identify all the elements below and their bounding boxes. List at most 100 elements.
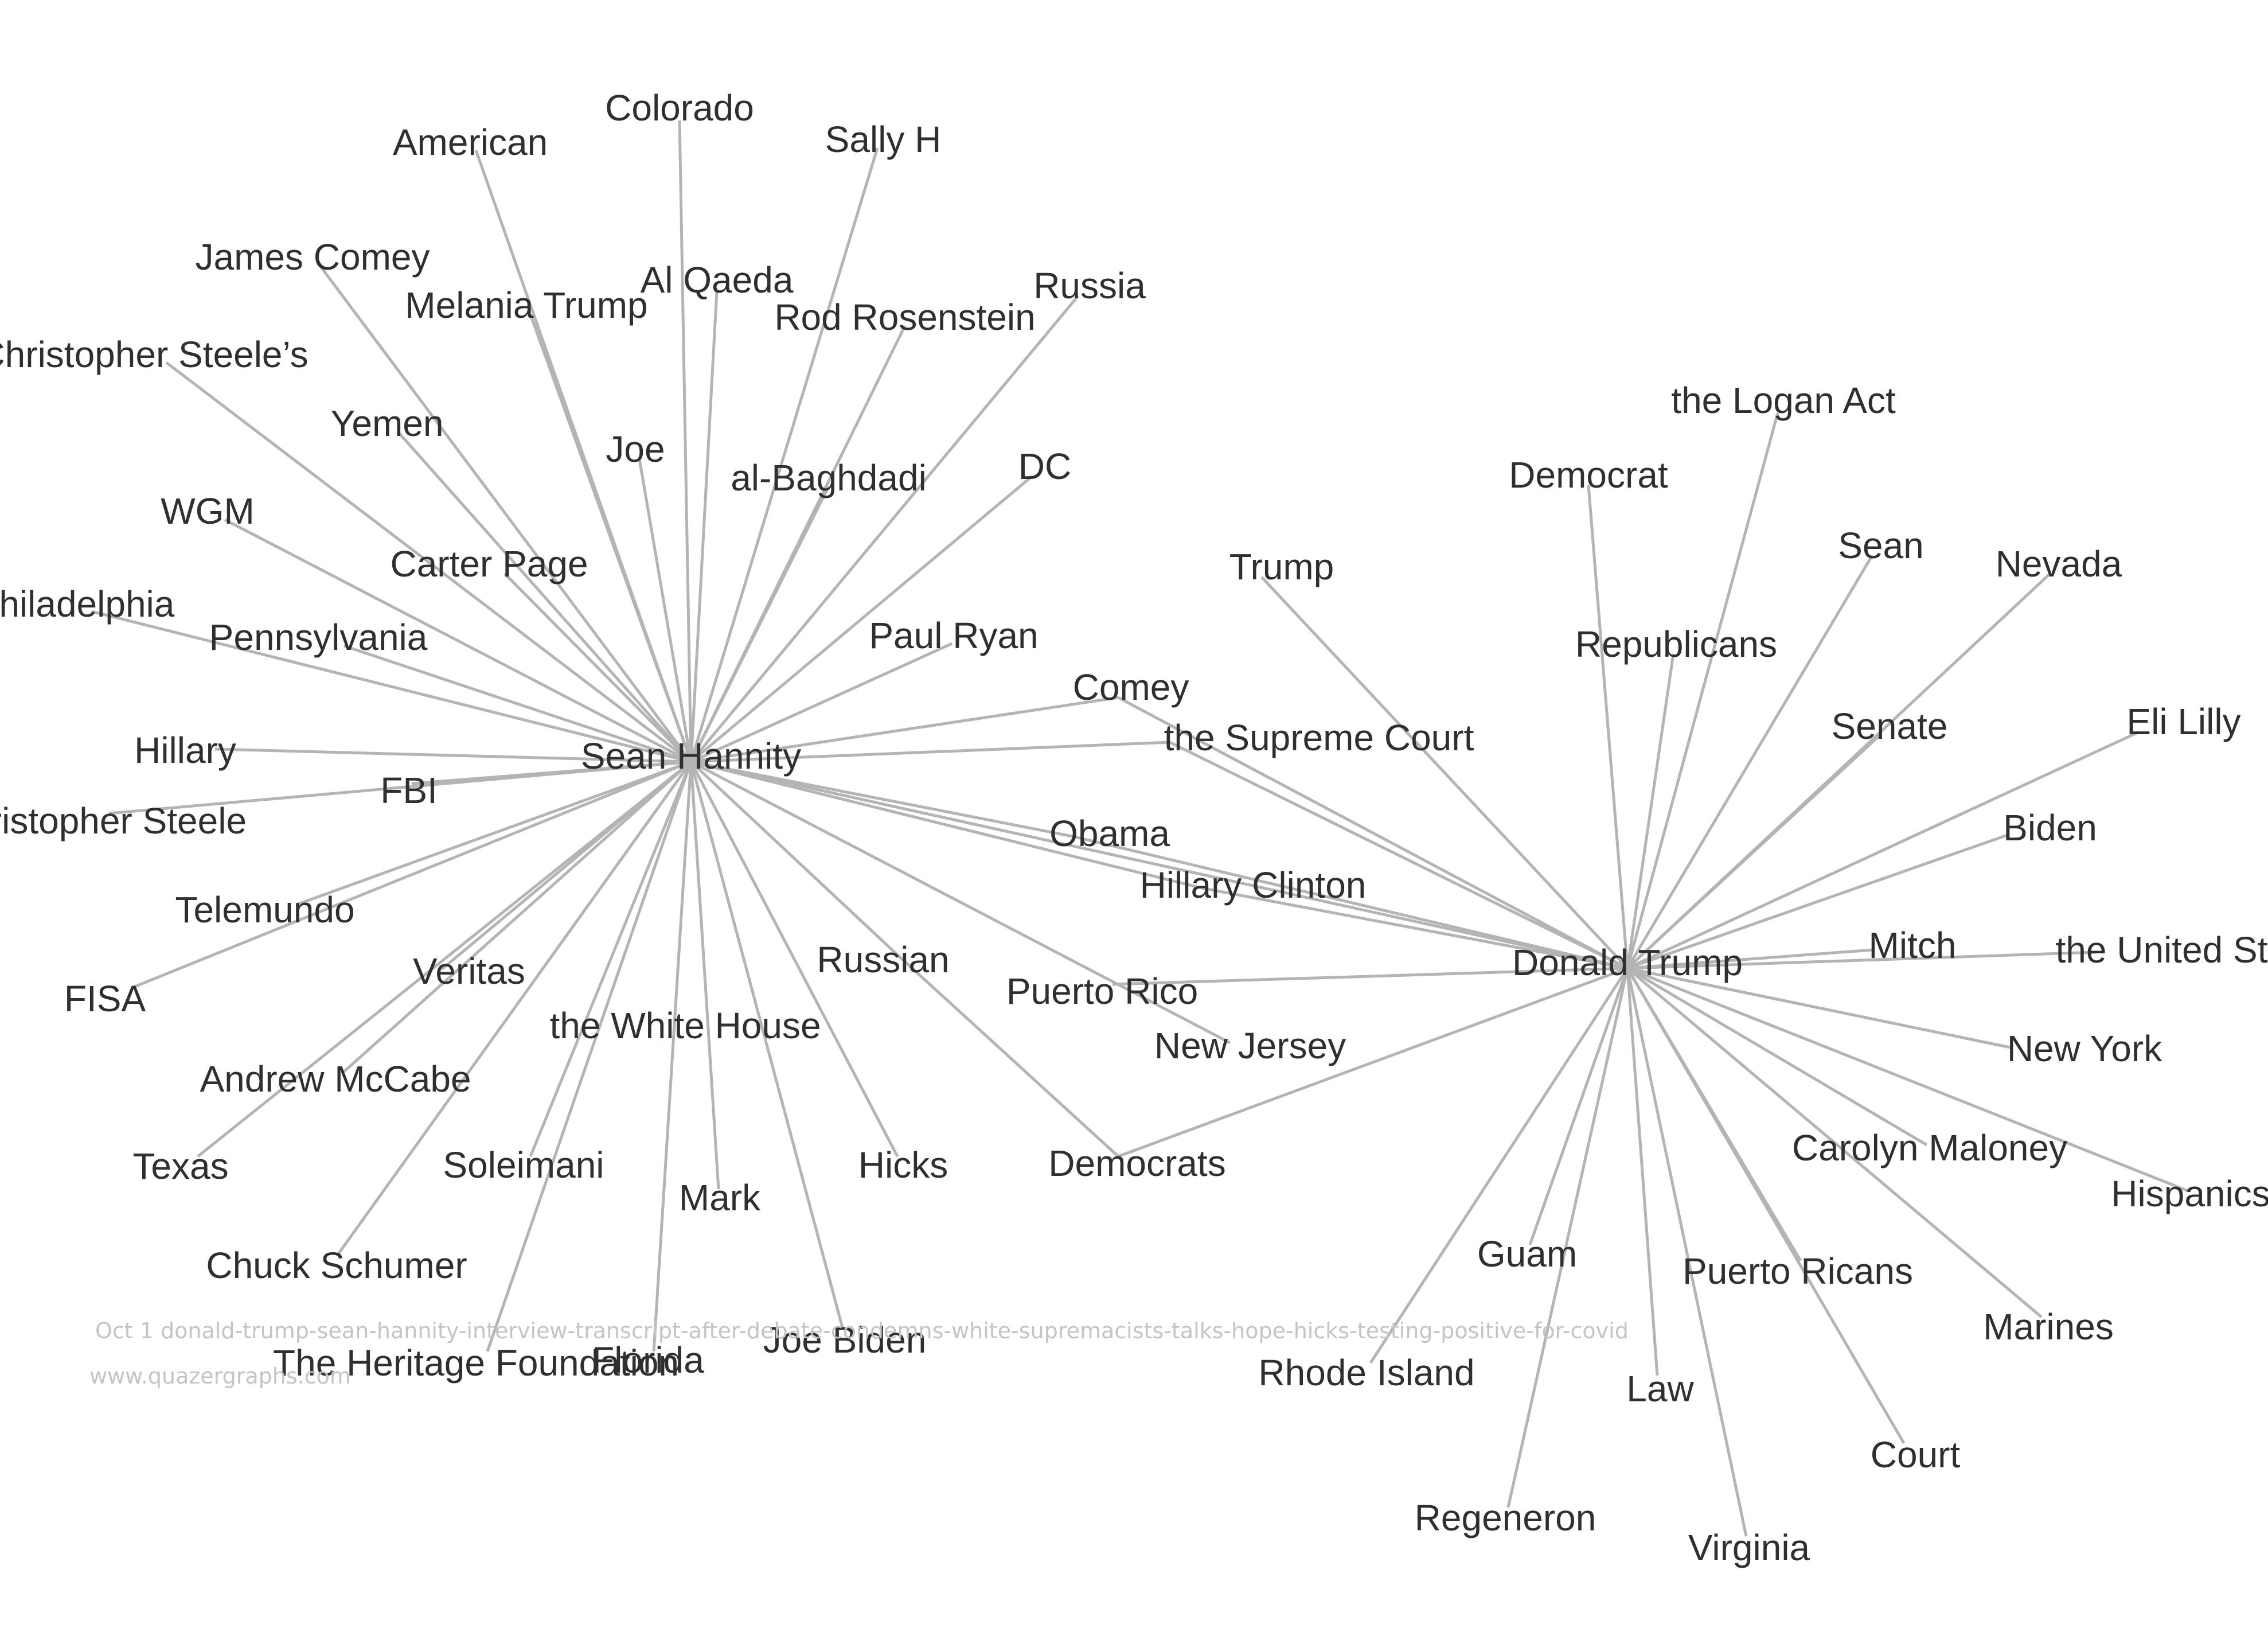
edge-trump_main-marines	[1626, 967, 2043, 1318]
node-label-hispanics: Hispanics	[2111, 1173, 2268, 1214]
edge-hannity-trump_main	[690, 760, 1628, 970]
edge-trump_main-loganact	[1626, 412, 1779, 969]
edge-hannity-melania	[529, 314, 693, 762]
edge-hannity-pennsylvania	[343, 644, 692, 763]
node-label-hannity: Sean Hannity	[581, 735, 801, 777]
node-label-supremecourt: the Supreme Court	[1164, 717, 1474, 758]
edge-hannity-schumer	[337, 761, 693, 1255]
edge-trump_main-mitch	[1627, 948, 1873, 970]
node-label-guam: Guam	[1477, 1233, 1577, 1275]
node-label-heritage: The Heritage Foundation	[273, 1342, 679, 1384]
edge-hannity-philadelphia	[91, 610, 692, 763]
node-label-fisa: FISA	[64, 978, 146, 1019]
node-label-wgm: WGM	[161, 490, 255, 532]
node-label-whitehouse: the White House	[549, 1005, 821, 1046]
edge-trump_main-puertorico	[1112, 967, 1628, 986]
node-label-marines: Marines	[1983, 1306, 2114, 1347]
node-label-paulryan: Paul Ryan	[869, 615, 1038, 656]
node-label-steele: Christopher Steele	[0, 800, 247, 841]
node-label-schumer: Chuck Schumer	[206, 1245, 467, 1286]
edge-hannity-mccabe	[343, 761, 692, 1073]
edge-hannity-fisa	[131, 760, 692, 989]
edge-trump_main-senate	[1626, 733, 1882, 969]
node-label-pennsylvania: Pennsylvania	[209, 617, 428, 658]
edge-trump_main-rhodeisland	[1369, 967, 1629, 1364]
edge-hannity-hillary	[214, 747, 692, 763]
edge-trump_main-maloney	[1626, 967, 1928, 1147]
edge-hannity-jamescomey	[319, 266, 693, 763]
edge-layer	[91, 120, 2188, 1537]
edge-hannity-joe	[638, 458, 693, 762]
edge-hannity-colorado	[678, 120, 693, 762]
edge-hannity-newjersey	[690, 760, 1231, 1045]
node-label-fbi: FBI	[380, 770, 438, 811]
edge-hannity-hicks	[689, 761, 899, 1158]
edge-trump_main-elililly	[1626, 730, 2140, 970]
node-label-democrats: Democrats	[1048, 1143, 1225, 1184]
node-label-newjersey: New Jersey	[1154, 1025, 1346, 1066]
node-label-dc: DC	[1018, 446, 1071, 487]
edge-hannity-steele	[108, 760, 692, 815]
node-label-unitedstates: the United States	[2056, 929, 2268, 971]
node-label-jamescomey: James Comey	[196, 236, 430, 278]
node-label-comey: Comey	[1073, 667, 1189, 708]
edge-hannity-russia	[690, 295, 1079, 763]
node-label-russian: Russian	[817, 939, 949, 980]
edge-hannity-florida	[652, 761, 693, 1352]
edge-trump_main-unitedstates	[1627, 950, 2097, 970]
source-caption: Oct 1 donald-trump-sean-hannity-intervie…	[95, 1318, 1629, 1343]
node-label-telemundo: Telemundo	[175, 889, 354, 930]
edge-hannity-joebiden	[689, 761, 845, 1330]
node-label-obama: Obama	[1049, 813, 1170, 854]
node-label-philadelphia: Philadelphia	[0, 583, 175, 625]
edge-hannity-carterpage	[503, 572, 692, 763]
node-label-hicks: Hicks	[858, 1144, 948, 1186]
edge-hannity-dc	[690, 475, 1033, 763]
edge-trump_main-obama	[1072, 835, 1628, 970]
node-label-republicans: Republicans	[1575, 624, 1777, 665]
node-label-law: Law	[1626, 1368, 1694, 1409]
edge-hannity-texas	[197, 761, 692, 1158]
node-label-court: Court	[1871, 1434, 1961, 1475]
edge-hannity-soleimani	[529, 761, 693, 1157]
source-url: www.quazergraphs.com	[89, 1363, 351, 1389]
node-label-rosenstein: Rod Rosenstein	[774, 297, 1035, 338]
edge-hannity-yemen	[397, 431, 692, 763]
edge-trump_main-regeneron	[1506, 968, 1629, 1508]
node-label-florida: Florida	[592, 1339, 704, 1381]
node-label-american: American	[393, 122, 548, 163]
node-label-hillary: Hillary	[134, 730, 236, 771]
node-label-nevada: Nevada	[1996, 543, 2122, 585]
edge-hannity-mark	[689, 761, 720, 1190]
node-label-albaghdadi: al-Baghdadi	[731, 457, 927, 498]
node-label-regeneron: Regeneron	[1415, 1497, 1596, 1538]
edge-trump_main-biden	[1627, 833, 2008, 970]
edge-hannity-comey	[690, 696, 1119, 763]
node-label-sean: Sean	[1838, 525, 1923, 566]
node-label-puertorico: Puerto Rico	[1006, 971, 1198, 1012]
node-label-carterpage: Carter Page	[390, 543, 588, 585]
edge-trump_main-newyork	[1627, 967, 2011, 1049]
node-label-joe: Joe	[606, 428, 665, 470]
edge-hannity-steeles	[165, 361, 692, 763]
node-label-newyork: New York	[2007, 1028, 2162, 1069]
edge-hannity-sallyh	[689, 147, 879, 762]
node-label-yemen: Yemen	[331, 403, 444, 444]
edge-trump_main-guam	[1528, 968, 1629, 1245]
edge-hannity-wgm	[224, 518, 692, 763]
node-label-soleimani: Soleimani	[443, 1144, 604, 1186]
node-label-russia: Russia	[1033, 265, 1146, 306]
node-label-mitch: Mitch	[1869, 925, 1957, 966]
node-label-trump_main: Donald Trump	[1512, 942, 1743, 983]
edge-hannity-obama	[690, 760, 1073, 838]
edge-hannity-heritage	[486, 761, 693, 1352]
node-label-joebiden: Joe Biden	[763, 1319, 927, 1361]
node-label-maloney: Carolyn Maloney	[1792, 1127, 2067, 1168]
edge-hannity-telemundo	[298, 760, 692, 906]
node-label-senate: Senate	[1832, 706, 1948, 747]
edge-hannity-supremecourt	[690, 741, 1170, 763]
node-label-elililly: Eli Lilly	[2126, 701, 2240, 742]
edge-trump_main-sean	[1626, 554, 1874, 969]
